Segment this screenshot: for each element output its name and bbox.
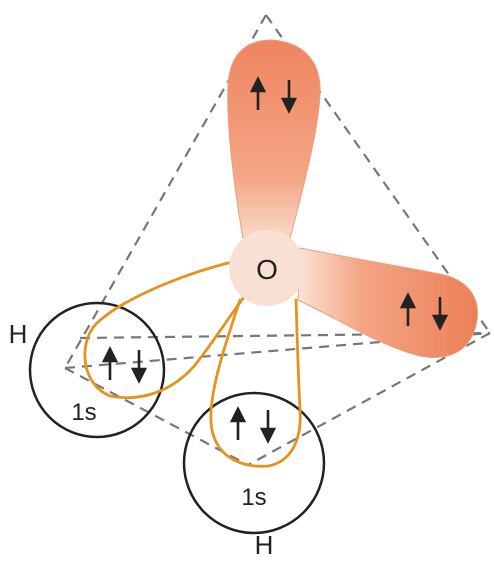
orbital-label-left: 1s xyxy=(71,399,96,426)
hydrogen-1s-circle-left xyxy=(28,301,166,439)
electron-pair-bond-bottom xyxy=(229,406,277,444)
bond-lobe-bottom xyxy=(209,298,302,468)
oxygen-nucleus xyxy=(229,230,305,306)
lone-pair-lobe-right xyxy=(297,247,478,358)
hydrogen-1s-circle-bottom xyxy=(182,391,326,535)
orbital-label-bottom: 1s xyxy=(241,484,266,511)
oxygen-label: O xyxy=(256,254,278,285)
hydrogen-label-left: H xyxy=(9,319,28,349)
electron-pair-lone-right xyxy=(399,292,449,331)
electron-pair-bond-left xyxy=(101,346,148,384)
hydrogen-label-bottom: H xyxy=(255,530,274,559)
bond-lobe-left xyxy=(83,260,247,400)
electron-pair-lone-top xyxy=(249,76,298,114)
lone-pair-lobe-top xyxy=(227,39,321,251)
